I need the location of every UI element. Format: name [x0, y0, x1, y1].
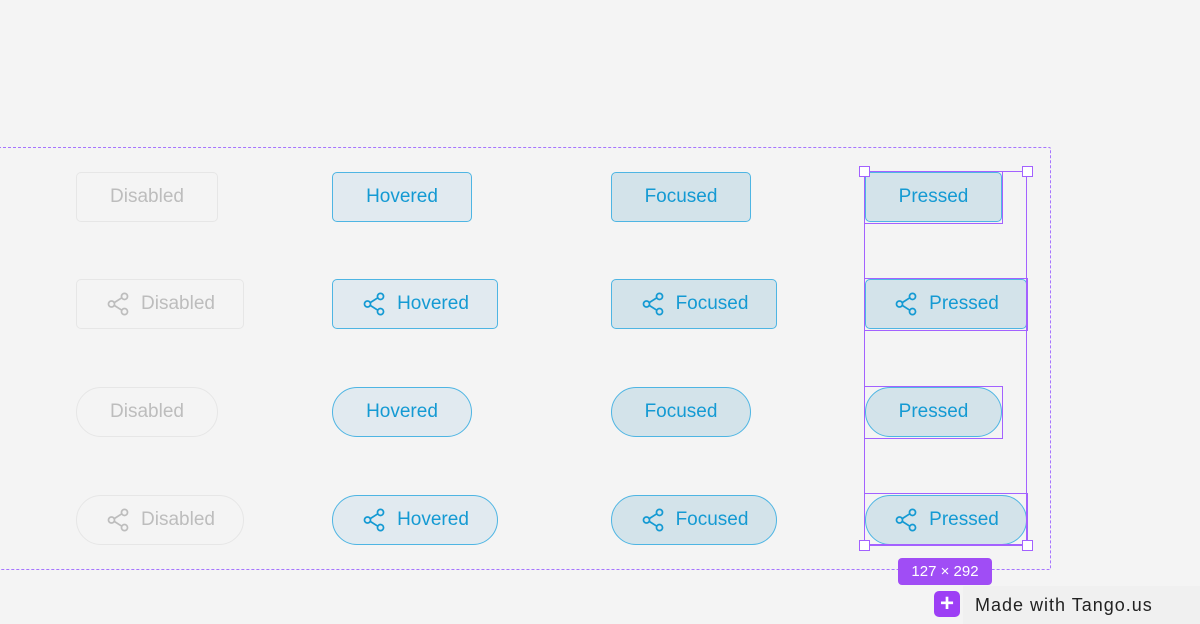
- selection-item-outline: [864, 386, 1003, 439]
- tango-watermark: Made with Tango.us: [963, 586, 1200, 624]
- button-label: Focused: [675, 509, 749, 530]
- disabled-button-pill: Disabled: [76, 387, 218, 437]
- selection-item-outline: [864, 171, 1003, 224]
- button-label: Disabled: [110, 401, 184, 422]
- selection-column-outline[interactable]: [864, 171, 1027, 545]
- share-icon: [361, 291, 387, 317]
- resize-handle-bottom-left[interactable]: [859, 540, 870, 551]
- focused-button-pill-icon[interactable]: Focused: [611, 495, 777, 545]
- frame-outline: [0, 147, 1051, 570]
- plus-icon: +: [934, 591, 960, 617]
- pressed-button-pill[interactable]: Pressed: [865, 387, 1002, 437]
- button-label: Disabled: [141, 293, 215, 314]
- focused-button-rect[interactable]: Focused: [611, 172, 751, 222]
- selection-item-outline: [864, 278, 1028, 331]
- share-icon: [893, 507, 919, 533]
- share-icon: [361, 507, 387, 533]
- selection-item-outline: [864, 493, 1028, 546]
- focused-button-pill[interactable]: Focused: [611, 387, 751, 437]
- button-label: Pressed: [929, 509, 999, 530]
- button-label: Focused: [675, 293, 749, 314]
- share-icon: [893, 291, 919, 317]
- button-label: Pressed: [898, 186, 969, 207]
- button-label: Focused: [644, 186, 718, 207]
- button-label: Hovered: [366, 401, 438, 422]
- button-label: Disabled: [141, 509, 215, 530]
- pressed-button-rect[interactable]: Pressed: [865, 172, 1002, 222]
- pressed-button-rect-icon[interactable]: Pressed: [865, 279, 1027, 329]
- share-icon: [640, 507, 666, 533]
- hovered-button-pill-icon[interactable]: Hovered: [332, 495, 498, 545]
- button-label: Hovered: [397, 293, 469, 314]
- resize-handle-top-left[interactable]: [859, 166, 870, 177]
- watermark-text: Made with Tango.us: [975, 594, 1153, 615]
- disabled-button-rect: Disabled: [76, 172, 218, 222]
- hovered-button-rect[interactable]: Hovered: [332, 172, 472, 222]
- button-label: Disabled: [110, 186, 184, 207]
- share-icon: [105, 291, 131, 317]
- hovered-button-pill[interactable]: Hovered: [332, 387, 472, 437]
- button-label: Focused: [644, 401, 718, 422]
- button-label: Hovered: [397, 509, 469, 530]
- dimension-badge: 127 × 292: [898, 558, 992, 585]
- share-icon: [640, 291, 666, 317]
- resize-handle-top-right[interactable]: [1022, 166, 1033, 177]
- button-label: Pressed: [929, 293, 999, 314]
- share-icon: [105, 507, 131, 533]
- button-label: Hovered: [366, 186, 438, 207]
- hovered-button-rect-icon[interactable]: Hovered: [332, 279, 498, 329]
- resize-handle-bottom-right[interactable]: [1022, 540, 1033, 551]
- disabled-button-pill-icon: Disabled: [76, 495, 244, 545]
- disabled-button-rect-icon: Disabled: [76, 279, 244, 329]
- focused-button-rect-icon[interactable]: Focused: [611, 279, 777, 329]
- button-label: Pressed: [898, 401, 969, 422]
